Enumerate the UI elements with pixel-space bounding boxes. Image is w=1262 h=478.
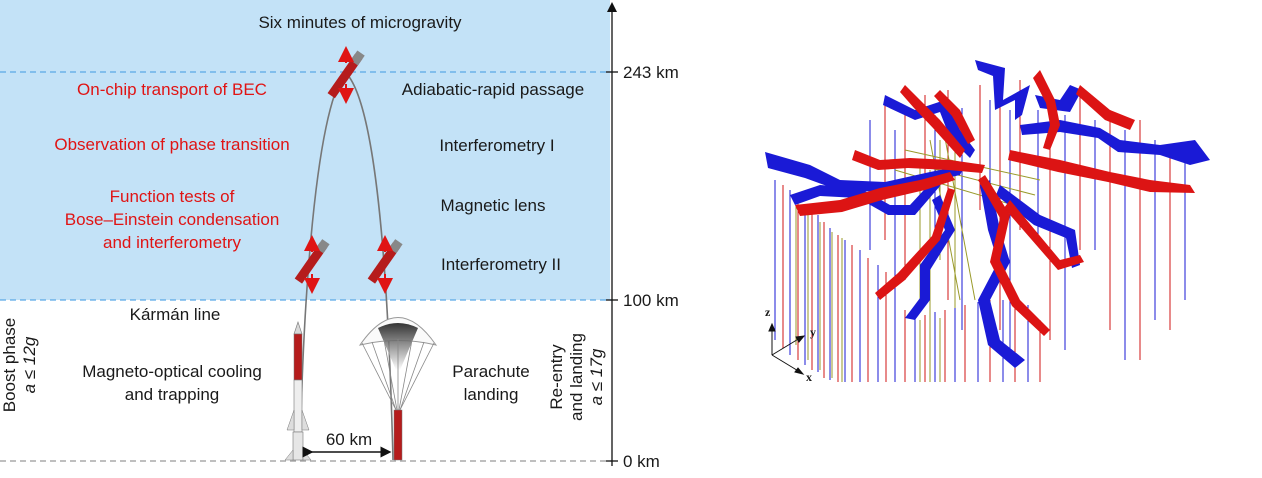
payload-apogee <box>327 50 365 99</box>
reentry-line-2: and landing <box>567 333 586 421</box>
boost-phase-label: Boost phase a ≤ 12g <box>0 290 39 440</box>
label-interferometry-2: Interferometry II <box>441 255 561 274</box>
label-function-tests-3: and interferometry <box>103 233 241 252</box>
label-karman-line: Kármán line <box>129 305 221 324</box>
label-adiabatic: Adiabatic-rapid passage <box>401 80 585 99</box>
axes-triad <box>768 322 806 375</box>
label-distance: 60 km <box>325 430 373 449</box>
axis-label-x: x <box>806 370 812 384</box>
label-function-tests-1: Function tests of <box>109 187 235 206</box>
reentry-label: Re-entry and landing a ≤ 17g <box>547 302 606 452</box>
altitude-label-karman: 100 km <box>623 291 679 310</box>
label-on-chip-transport: On-chip transport of BEC <box>77 80 267 99</box>
axis-label-z: z <box>765 305 771 319</box>
label-function-tests-2: Bose–Einstein condensation <box>64 210 280 229</box>
label-magnetic-lens: Magnetic lens <box>440 196 546 215</box>
rocket <box>284 321 312 461</box>
altitude-label-ground: 0 km <box>623 452 660 471</box>
altitude-label-apogee: 243 km <box>623 63 679 82</box>
parachute <box>358 317 438 461</box>
label-mot-2: and trapping <box>124 385 220 404</box>
label-interferometry-1: Interferometry I <box>439 136 555 155</box>
label-parachute-1: Parachute <box>452 362 530 381</box>
3d-ribbon-plot <box>765 60 1210 382</box>
axis-label-y: y <box>810 325 816 339</box>
top-caption: Six minutes of microgravity <box>258 13 462 32</box>
reentry-line-1: Re-entry <box>547 344 566 410</box>
altitude-axis-arrow-icon <box>607 2 617 12</box>
reentry-line-3: a ≤ 17g <box>587 348 606 406</box>
boost-line-1: Boost phase <box>0 317 19 413</box>
boost-line-2: a ≤ 12g <box>20 336 39 394</box>
label-phase-transition: Observation of phase transition <box>54 135 290 154</box>
label-mot-1: Magneto-optical cooling <box>82 362 262 381</box>
label-parachute-2: landing <box>463 385 519 404</box>
